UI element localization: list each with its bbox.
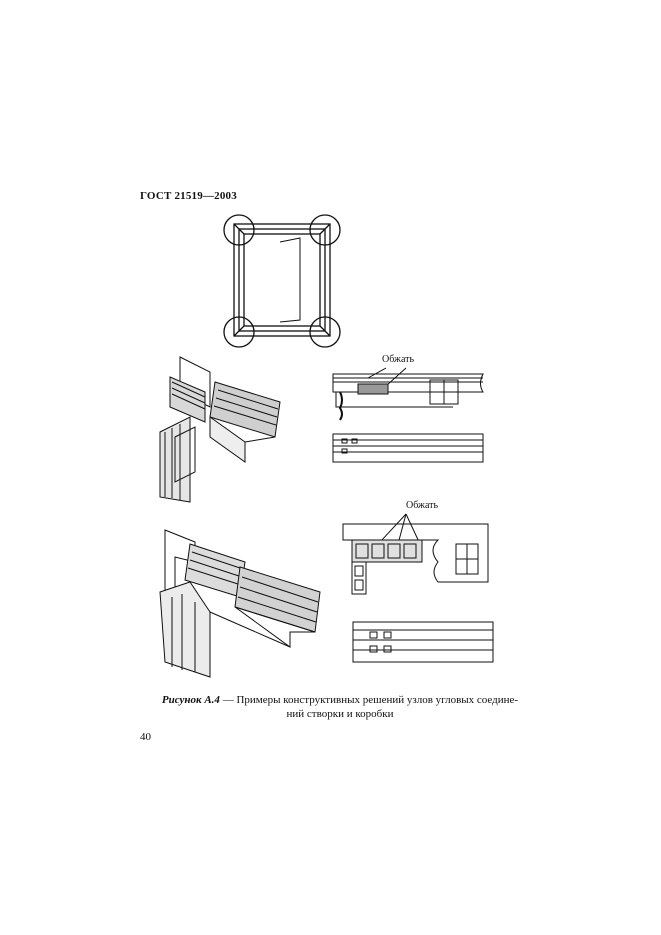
page-number: 40	[140, 731, 151, 743]
callout-label-1: Обжать	[382, 354, 415, 365]
cross-section-bottom-right	[338, 510, 498, 670]
figure-caption-label: Рисунок А.4	[161, 694, 220, 706]
corner-joint-iso-top	[150, 352, 295, 507]
figure-caption-line-1: Примеры конструктивных решений узлов угл…	[236, 694, 519, 706]
corner-joint-iso-bottom	[150, 522, 330, 682]
callout-label-2: Обжать	[406, 500, 439, 511]
figure-caption-line-2: ний створки и коробки	[286, 708, 394, 720]
figure-caption: Рисунок А.4 — Примеры конструктивных реш…	[140, 693, 540, 721]
document-header: ГОСТ 21519—2003	[140, 190, 237, 202]
frame-overview-figure	[222, 212, 342, 350]
cross-section-top-right	[328, 362, 488, 472]
figure-caption-dash: —	[219, 694, 237, 706]
